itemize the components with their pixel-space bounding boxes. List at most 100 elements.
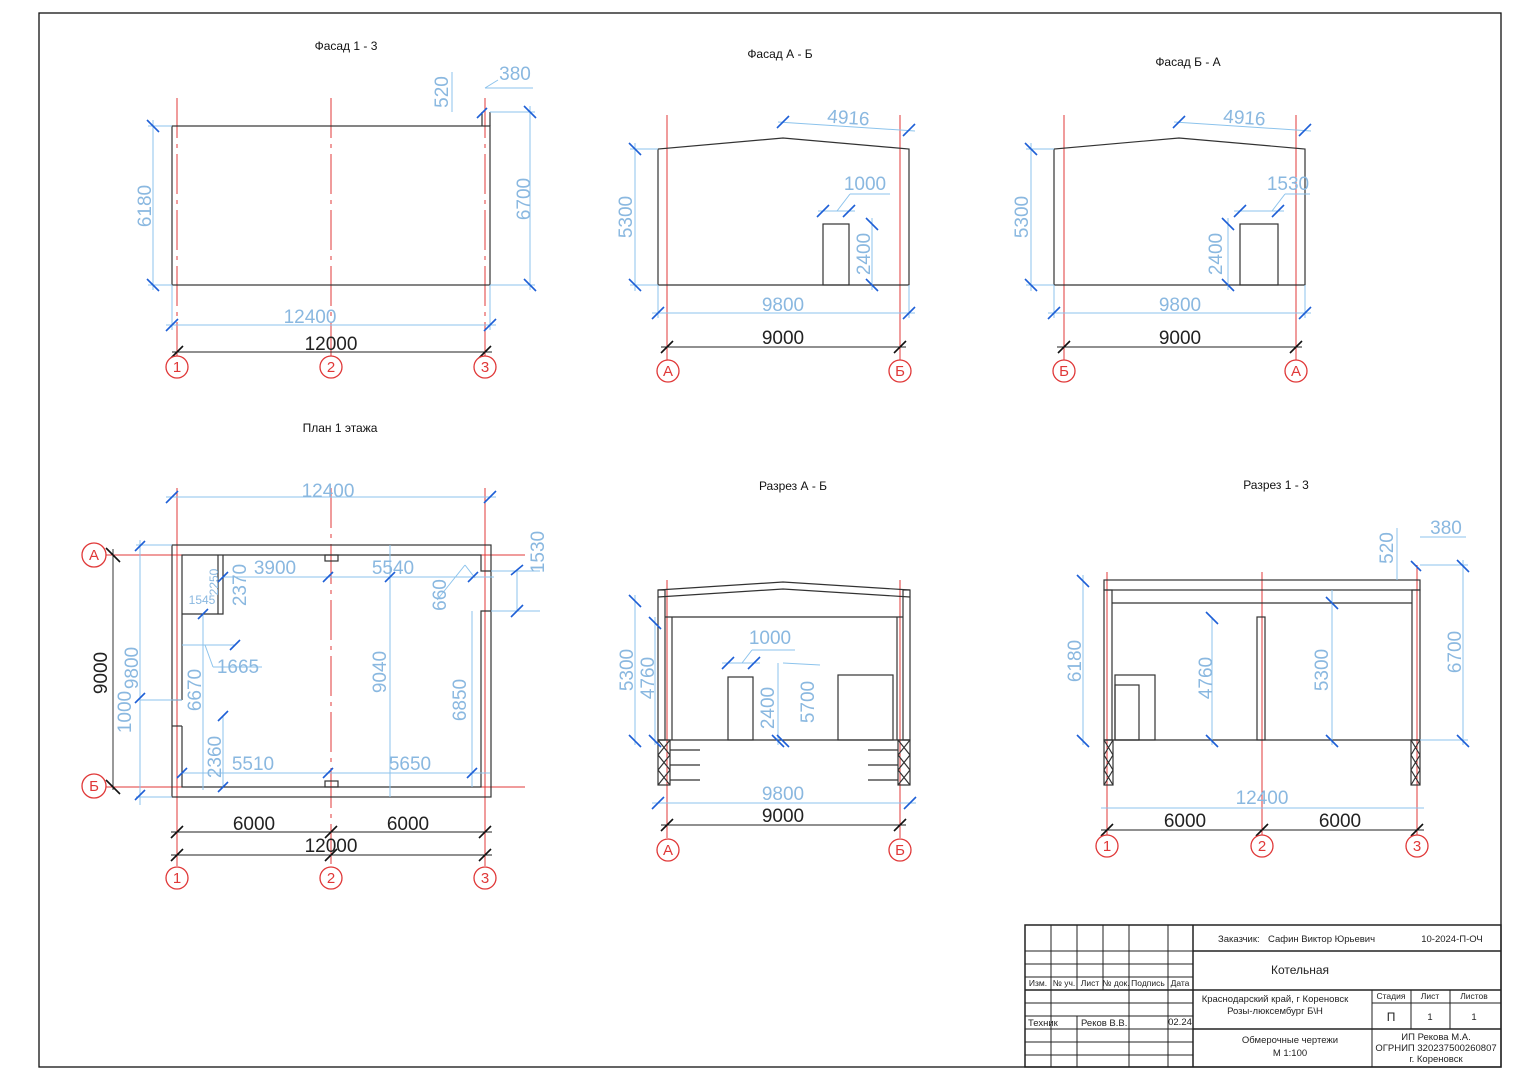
dimension-label: 5540 bbox=[372, 558, 414, 579]
dimension-label: 1000 bbox=[844, 174, 886, 195]
axis-bubble: 3 bbox=[473, 866, 497, 890]
dimension-label: 6000 bbox=[1164, 811, 1206, 832]
svg-text:3: 3 bbox=[481, 359, 489, 376]
axis-bubble: 1 bbox=[1095, 834, 1119, 858]
sheets-value: 1 bbox=[1471, 1012, 1476, 1023]
dimension-label: 12000 bbox=[305, 334, 358, 355]
axis-bubble: 2 bbox=[319, 355, 343, 379]
title-block: Изм. № уч. Лист № док. Подпись Дата Техн… bbox=[1024, 924, 1502, 1068]
dimension-label: 380 bbox=[499, 64, 531, 85]
dimension-label: 4760 bbox=[638, 657, 659, 699]
svg-text:А: А bbox=[663, 363, 673, 380]
dimension-label: 5650 bbox=[389, 754, 431, 775]
axis-bubble: 3 bbox=[1405, 834, 1429, 858]
dimension-label: 4760 bbox=[1196, 657, 1217, 699]
dimension-label: 6850 bbox=[450, 679, 471, 721]
axis-bubble: Б bbox=[888, 359, 912, 383]
structure bbox=[657, 581, 911, 786]
dimension-label: 12000 bbox=[305, 836, 358, 857]
dimension-label: 1530 bbox=[528, 531, 549, 573]
svg-text:3: 3 bbox=[1413, 838, 1421, 855]
building-outline bbox=[171, 125, 491, 286]
dimension-label: 2360 bbox=[205, 736, 226, 778]
header-sheet: Лист bbox=[1081, 978, 1100, 988]
dimension-label: 520 bbox=[432, 76, 453, 108]
role: Техник bbox=[1028, 1018, 1059, 1029]
sheet-frame bbox=[38, 12, 1502, 1068]
svg-text:А: А bbox=[1291, 363, 1301, 380]
axis-bubble: Б bbox=[888, 838, 912, 862]
dimension-label: 6700 bbox=[1445, 631, 1466, 673]
dimension-label: 9000 bbox=[762, 806, 804, 827]
dimension-label: 6180 bbox=[1065, 640, 1086, 682]
sheet-label: Лист bbox=[1421, 991, 1440, 1001]
dimension-label: 6000 bbox=[233, 814, 275, 835]
facade-1-3: Фасад 1 - 3 12000 12400 6180 6700 520 38… bbox=[135, 39, 537, 379]
dimension-label: 9800 bbox=[122, 647, 143, 689]
dimension-label: 9800 bbox=[1159, 295, 1201, 316]
drawing-scale: М 1:100 bbox=[1273, 1048, 1307, 1059]
stage-value: П bbox=[1387, 1010, 1396, 1024]
dimension-label: 1545 bbox=[189, 593, 216, 607]
svg-text:2: 2 bbox=[327, 359, 335, 376]
dimension-label: 520 bbox=[1377, 532, 1398, 564]
dimension-label: 5510 bbox=[232, 754, 274, 775]
dimension-label: 4916 bbox=[1223, 107, 1267, 131]
section-a-b: Разрез А - Б 9800 9000 1000 5300 4760 24… bbox=[617, 479, 917, 862]
dimension-label: 5300 bbox=[617, 649, 638, 691]
view-title: План 1 этажа bbox=[303, 421, 378, 435]
dimension-label: 6180 bbox=[135, 185, 156, 227]
axis-bubble: А bbox=[81, 542, 107, 568]
axis-bubble: А bbox=[1284, 359, 1308, 383]
svg-text:А: А bbox=[663, 842, 673, 859]
address-line-1: Краснодарский край, г Кореновск bbox=[1202, 994, 1349, 1005]
svg-text:Б: Б bbox=[895, 842, 905, 859]
view-title: Разрез 1 - 3 bbox=[1243, 478, 1309, 492]
dimension-label: 6000 bbox=[387, 814, 429, 835]
floor-plan: План 1 этажа 12400 12000 6000 6000 bbox=[81, 421, 549, 890]
dimension-label: 9800 bbox=[762, 295, 804, 316]
walls bbox=[171, 544, 492, 798]
dimension-label: 5300 bbox=[1012, 196, 1033, 238]
dimension-label: 5700 bbox=[798, 681, 819, 723]
customer-name: Сафин Виктор Юрьевич bbox=[1268, 934, 1375, 945]
building-outline bbox=[657, 137, 910, 286]
dimension-label: 9000 bbox=[762, 328, 804, 349]
sheet-value: 1 bbox=[1427, 1012, 1432, 1023]
dimension-label: 9040 bbox=[370, 651, 391, 693]
axis-bubble: 2 bbox=[1250, 834, 1274, 858]
header-change: Изм. bbox=[1029, 978, 1047, 988]
axis-bubble: А bbox=[656, 838, 680, 862]
svg-text:3: 3 bbox=[481, 870, 489, 887]
dimension-label: 1530 bbox=[1267, 174, 1309, 195]
door bbox=[822, 223, 850, 286]
dimension-label: 9000 bbox=[91, 652, 112, 694]
axis-bubble: Б bbox=[81, 773, 107, 799]
dimension-label: 12400 bbox=[1236, 788, 1289, 809]
header-date: Дата bbox=[1171, 978, 1190, 988]
svg-text:1: 1 bbox=[173, 870, 181, 887]
dimension-label: 660 bbox=[430, 579, 451, 611]
header-doc: № док. bbox=[1102, 978, 1129, 988]
dimension-label: 5300 bbox=[1312, 649, 1333, 691]
dimension-label: 4916 bbox=[827, 107, 871, 131]
door bbox=[1239, 223, 1279, 286]
dimension-label: 1000 bbox=[115, 691, 136, 733]
stage-label: Стадия bbox=[1377, 991, 1406, 1001]
facade-a-b: Фасад А - Б 9000 9800 5300 4916 1000 240… bbox=[616, 47, 916, 383]
dimension-label: 2250 bbox=[207, 568, 221, 595]
person-name: Реков В.В. bbox=[1081, 1018, 1127, 1029]
dimension-label: 6000 bbox=[1319, 811, 1361, 832]
project-code: 10-2024-П-ОЧ bbox=[1421, 934, 1483, 945]
axis-bubble: Б bbox=[1052, 359, 1076, 383]
dimension-label: 1665 bbox=[217, 657, 259, 678]
facade-b-a: Фасад Б - А 9000 9800 5300 4916 1530 240… bbox=[1012, 55, 1312, 383]
dimension-label: 2370 bbox=[230, 564, 251, 606]
header-section: № уч. bbox=[1053, 978, 1076, 988]
address-line-2: Розы-люксембург Б\Н bbox=[1227, 1006, 1323, 1017]
svg-text:2: 2 bbox=[327, 870, 335, 887]
organization-city: г. Кореновск bbox=[1409, 1054, 1463, 1065]
axis-bubble: 2 bbox=[319, 866, 343, 890]
dimension-label: 6670 bbox=[185, 669, 206, 711]
